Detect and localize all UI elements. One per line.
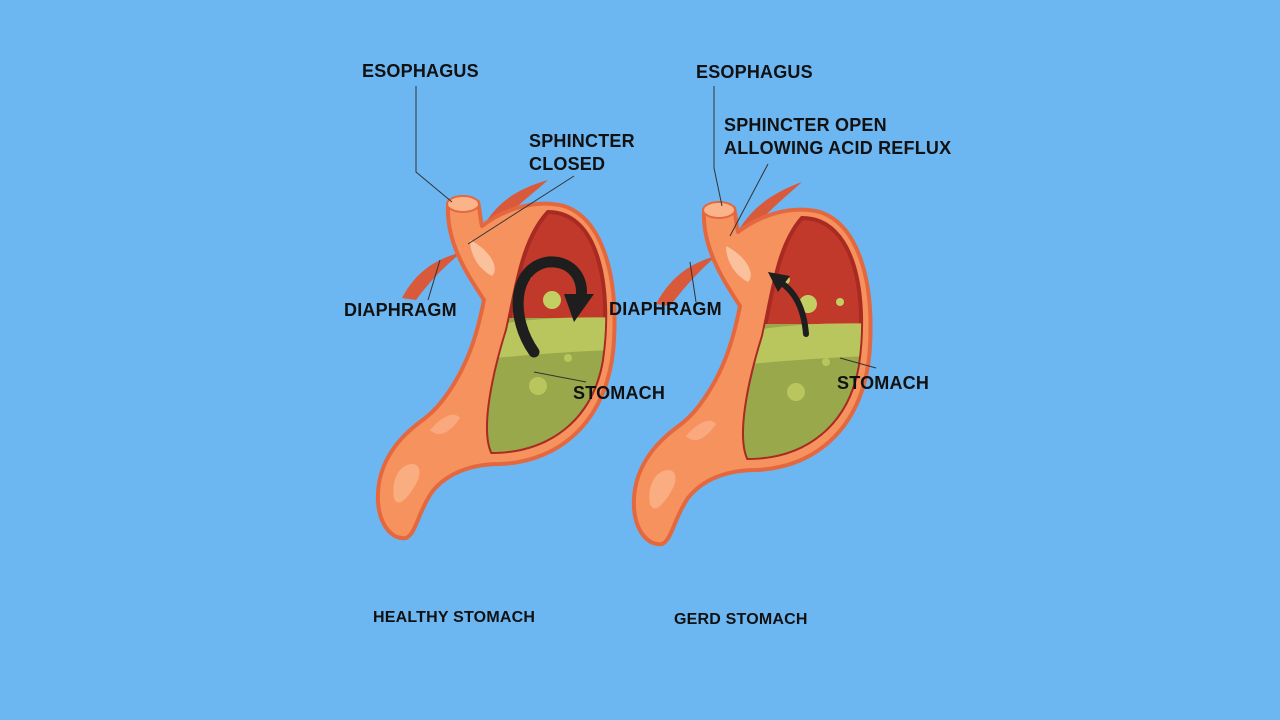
healthy-diaphragm-muscle	[402, 252, 462, 300]
healthy-stomach-figure	[375, 180, 617, 541]
healthy-circulation-arrowhead	[564, 294, 594, 322]
healthy-esophagus-opening	[446, 195, 480, 213]
gerd-leader-lines	[689, 86, 877, 369]
healthy-stomach-label: STOMACH	[573, 383, 666, 403]
healthy-sphincter-label-line2: CLOSED	[529, 154, 606, 174]
gerd-diaphragm-muscle	[656, 256, 716, 306]
gerd-esophagus-label: ESOPHAGUS	[696, 62, 813, 82]
gerd-esophagus-opening	[702, 201, 736, 219]
healthy-sphincter-label-line1: SPHINCTER	[529, 131, 635, 151]
gerd-diaphragm-label: DIAPHRAGM	[609, 299, 722, 319]
gerd-stomach-figure	[631, 182, 873, 547]
gerd-sphincter-label-line1: SPHINCTER OPEN	[724, 115, 887, 135]
gerd-sphincter-label-line2: ALLOWING ACID REFLUX	[724, 138, 952, 158]
healthy-leader-lines	[415, 86, 587, 383]
healthy-diaphragm-label: DIAPHRAGM	[344, 300, 457, 320]
gerd-reflux-arrow	[777, 279, 809, 337]
gerd-reflux-arrowhead	[768, 272, 790, 292]
healthy-stomach-caption: HEALTHY STOMACH	[373, 609, 536, 626]
healthy-esophagus-label: ESOPHAGUS	[362, 61, 479, 81]
gerd-stomach-caption: GERD STOMACH	[674, 611, 808, 628]
gerd-stomach-label: STOMACH	[837, 373, 930, 393]
healthy-circulation-arrow	[512, 256, 587, 358]
